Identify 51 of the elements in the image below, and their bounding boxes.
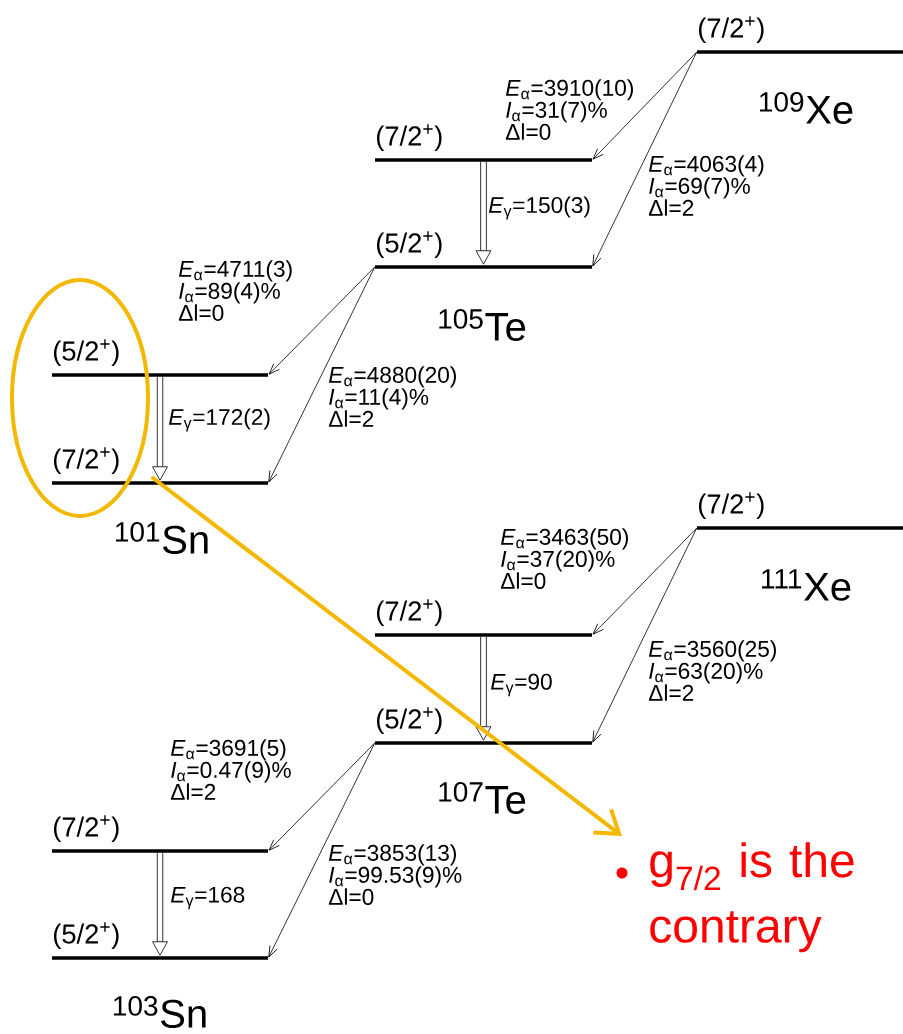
- node-label: (5/2$^{+}$): [53, 922, 119, 950]
- nucleus-label: $^{111}$Xe: [762, 569, 851, 601]
- node-label: (7/2$^{+}$): [53, 447, 119, 475]
- gamma-arrow: [152, 377, 168, 481]
- edge-label: E$_{γ}$=90: [490, 673, 552, 697]
- alpha-arrow: [592, 527, 698, 635]
- edge-label: E$_{γ}$=168: [170, 886, 245, 910]
- nucleus-label: $^{109}$Xe: [760, 92, 853, 124]
- edge-label: E$_{α}$=3691(5) I$_{α}$=0.47(9)% Δl=2: [170, 739, 291, 800]
- gamma-arrow: [475, 162, 492, 265]
- energy-level: (5/2$^{+}$): [375, 231, 592, 269]
- energy-level: (7/2$^{+}$): [52, 815, 268, 853]
- edge-label: E$_{α}$=3853(13) I$_{α}$=99.53(9)% Δl=0: [328, 844, 462, 905]
- edge-label: E$_{α}$=3463(50) I$_{α}$=37(20)% Δl=0: [500, 528, 628, 589]
- alpha-arrow: [592, 51, 698, 267]
- node-label: (7/2$^{+}$): [53, 815, 119, 843]
- edge-label: E$_{γ}$=150(3): [488, 196, 590, 220]
- energy-level: (7/2$^{+}$): [52, 447, 268, 485]
- node-label: (5/2$^{+}$): [376, 707, 442, 735]
- edge-label: E$_{α}$=3910(10) I$_{α}$=31(7)% Δl=0: [505, 79, 633, 140]
- energy-level: (5/2$^{+}$): [375, 707, 592, 745]
- alpha-arrow: [592, 51, 698, 160]
- edge-label: E$_{γ}$=172(2): [168, 408, 270, 432]
- energy-level: (7/2$^{+}$): [697, 16, 903, 54]
- edge-label: E$_{α}$=4063(4) I$_{α}$=69(7)% Δl=2: [648, 155, 764, 216]
- pointer-arrow: [151, 476, 622, 836]
- alpha-arrow: [268, 266, 376, 483]
- bullet-text: g$_{7/2}$ is the contrary: [650, 842, 854, 953]
- energy-level: (7/2$^{+}$): [697, 492, 903, 530]
- energy-level: (5/2$^{+}$): [52, 339, 268, 377]
- energy-level: (7/2$^{+}$): [375, 599, 592, 637]
- nucleus-label: $^{101}$Sn: [116, 522, 208, 554]
- nucleus-label: $^{105}$Te: [439, 309, 526, 341]
- gamma-arrow: [475, 637, 492, 741]
- alpha-arrow: [268, 742, 376, 958]
- energy-level: (5/2$^{+}$): [52, 922, 268, 960]
- nucleus-label: $^{103}$Sn: [114, 996, 206, 1028]
- node-label: (7/2$^{+}$): [698, 16, 764, 44]
- node-label: (7/2$^{+}$): [376, 124, 442, 152]
- node-label: (7/2$^{+}$): [376, 599, 442, 627]
- node-label: (5/2$^{+}$): [376, 231, 442, 259]
- gamma-arrow: [152, 853, 168, 956]
- alpha-arrow: [268, 266, 376, 375]
- edge-label: E$_{α}$=3560(25) I$_{α}$=63(20)% Δl=2: [648, 640, 776, 701]
- edge-label: E$_{α}$=4711(3) I$_{α}$=89(4)% Δl=0: [178, 260, 292, 321]
- nucleus-label: $^{107}$Te: [439, 782, 526, 814]
- edge-label: E$_{α}$=4880(20) I$_{α}$=11(4)% Δl=2: [328, 366, 456, 427]
- alpha-arrow: [592, 527, 698, 743]
- node-label: (7/2$^{+}$): [698, 492, 764, 520]
- node-label: (5/2$^{+}$): [53, 339, 119, 367]
- alpha-arrow: [268, 742, 376, 851]
